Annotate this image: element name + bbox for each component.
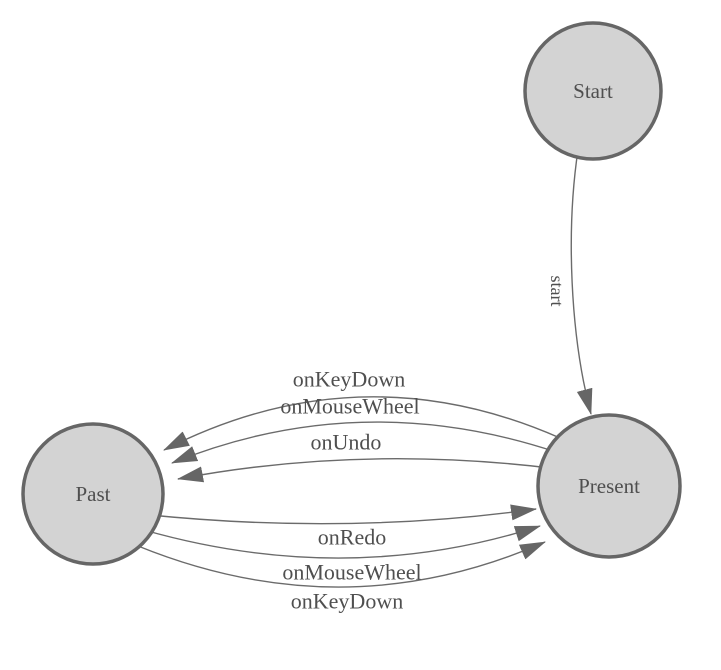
state-node-present[interactable]: Present: [536, 413, 682, 559]
edge-label-start-to-present-start: start: [547, 276, 567, 307]
edge-labels-layer: startonKeyDownonMouseWheelonUndoonRedoon…: [280, 276, 567, 614]
edge-label-present-to-past-onkeydown: onKeyDown: [293, 367, 405, 392]
edge-past-to-present-onkeydown: [137, 541, 546, 588]
edge-past-to-present-onredo: [149, 504, 537, 525]
state-label-present: Present: [578, 474, 640, 498]
edge-start-to-present-start: [570, 149, 593, 415]
edge-label-present-to-past-onmousewheel: onMouseWheel: [280, 394, 419, 419]
edge-present-to-past-onmousewheel: [171, 421, 557, 464]
state-circle-start: [523, 21, 663, 161]
state-label-past: Past: [75, 482, 110, 506]
edge-label-past-to-present-onmousewheel: onMouseWheel: [282, 560, 421, 585]
edge-present-to-past-onkeydown: [163, 396, 561, 451]
state-circle-past: [21, 422, 165, 566]
edge-present-to-past-onundo: [177, 458, 551, 483]
edge-label-past-to-present-onredo: onRedo: [318, 525, 386, 550]
edge-label-present-to-past-onundo: onUndo: [311, 430, 382, 455]
edge-past-to-present-onmousewheel: [143, 525, 541, 559]
edges-layer: [137, 149, 593, 588]
state-node-start[interactable]: Start: [523, 21, 663, 161]
state-circle-present: [536, 413, 682, 559]
edge-label-past-to-present-onkeydown: onKeyDown: [291, 589, 403, 614]
state-label-start: Start: [573, 79, 613, 103]
state-node-past[interactable]: Past: [21, 422, 165, 566]
